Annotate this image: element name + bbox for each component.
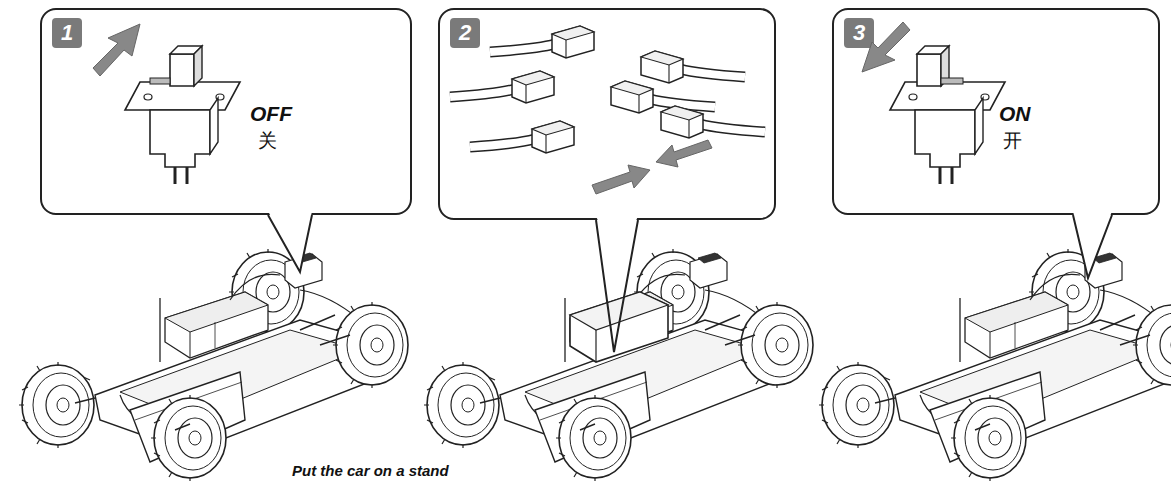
step-number: 2 <box>450 18 480 48</box>
callout-bubble <box>438 8 776 220</box>
switch-state: 开 <box>1003 128 1022 154</box>
step-number: 1 <box>52 18 82 48</box>
step-number: 3 <box>844 18 874 48</box>
callout-bubble: ON开 3 <box>832 8 1160 215</box>
callout-number: 2 <box>459 20 471 46</box>
callout-number: 3 <box>853 20 865 46</box>
switch-state: ON <box>999 102 1031 126</box>
callout-number: 1 <box>61 20 73 46</box>
switch-state: OFF <box>250 102 292 126</box>
switch-state: 关 <box>258 128 277 154</box>
caption-note: Put the car on a stand <box>292 462 449 479</box>
callout-bubble: OFF关 1 <box>40 8 412 215</box>
